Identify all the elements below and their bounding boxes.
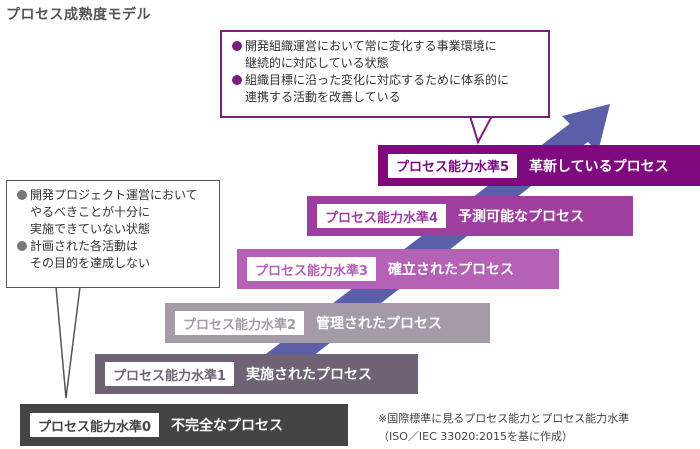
level-4-step: プロセス能力水準4 予測可能なプロセス [307,196,633,236]
level-description: 実施されたプロセス [246,367,373,383]
level-badge: プロセス能力水準4 [317,204,447,228]
level-description: 不完全なプロセス [171,418,284,434]
source-note-line2: （ISO／IEC 33020:2015を基に作成） [378,430,573,443]
level-0-step: プロセス能力水準0 不完全なプロセス [20,404,348,446]
level-badge: プロセス能力水準2 [175,311,305,335]
source-note-line1: ※国際標準に見るプロセス能力とプロセス能力水準 [378,412,630,425]
callout-text: 組織目標に沿った変化に対応するために体系的に 連携する活動を改善している [245,73,510,104]
callout-top-pointer [468,115,494,145]
callout-top: 開発組織運営において常に変化する事業環境に 継続的に対応している状態 組織目標に… [220,30,550,118]
level-description: 革新しているプロセス [529,158,669,175]
callout-item: 組織目標に沿った変化に対応するために体系的に 連携する活動を改善している [232,72,538,106]
bullet-icon [17,190,27,200]
level-badge: プロセス能力水準1 [105,362,235,386]
level-badge: プロセス能力水準3 [247,257,377,281]
level-2-step: プロセス能力水準2 管理されたプロセス [165,303,490,343]
page-title: プロセス成熟度モデル [6,7,151,23]
arrow-head [562,104,610,152]
level-description: 予測可能なプロセス [458,209,585,225]
bullet-icon [232,75,242,85]
level-badge: プロセス能力水準5 [388,153,518,178]
bullet-icon [232,41,242,51]
callout-item: 計画された各活動は その目的を達成しない [17,238,209,272]
bullet-icon [17,241,27,251]
callout-text: 計画された各活動は その目的を達成しない [30,239,151,270]
level-badge: プロセス能力水準0 [30,413,160,437]
callout-text: 開発プロジェクト運営において やるべきことが十分に 実施できていない状態 [30,188,198,236]
callout-item: 開発プロジェクト運営において やるべきことが十分に 実施できていない状態 [17,187,209,238]
callout-left: 開発プロジェクト運営において やるべきことが十分に 実施できていない状態 計画さ… [6,180,220,288]
callout-item: 開発組織運営において常に変化する事業環境に 継続的に対応している状態 [232,38,538,72]
level-5-step: プロセス能力水準5 革新しているプロセス [378,145,700,186]
source-note: ※国際標準に見るプロセス能力とプロセス能力水準 （ISO／IEC 33020:2… [378,410,629,446]
callout-text: 開発組織運営において常に変化する事業環境に 継続的に対応している状態 [245,39,497,70]
level-1-step: プロセス能力水準1 実施されたプロセス [95,354,418,394]
level-description: 確立されたプロセス [388,262,515,278]
level-description: 管理されたプロセス [316,316,443,332]
level-3-step: プロセス能力水準3 確立されたプロセス [237,249,559,289]
callout-left-pointer [55,286,81,399]
